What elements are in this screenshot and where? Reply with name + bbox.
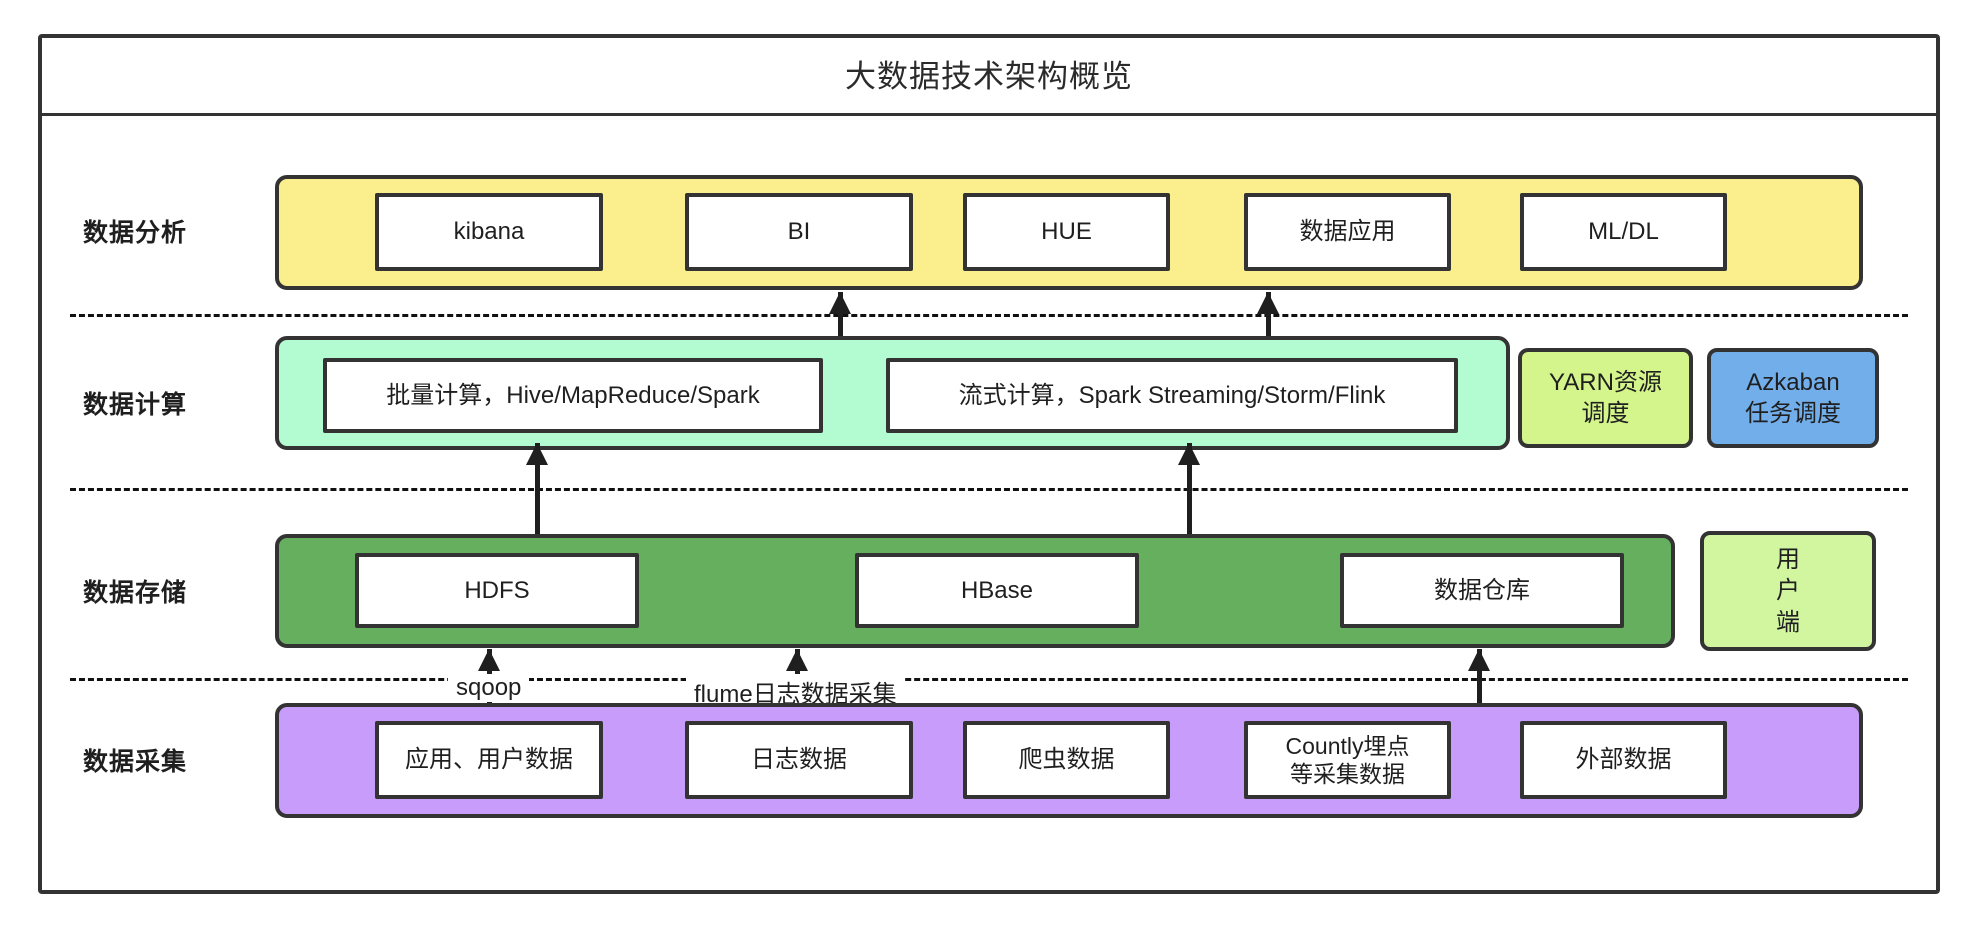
separator-storage-collect — [70, 678, 1908, 681]
row-label-storage: 数据存储 — [82, 579, 187, 607]
edge-label-sqoop: sqoop — [448, 674, 530, 702]
collect-item-countly-data[interactable]: Countly埋点 等采集数据 — [1244, 721, 1451, 799]
storage-item-hdfs[interactable]: HDFS — [355, 553, 639, 628]
analysis-item-kibana[interactable]: kibana — [375, 193, 603, 271]
side-box-client[interactable]: 用 户 端 — [1700, 531, 1876, 651]
storage-item-hbase[interactable]: HBase — [855, 553, 1139, 628]
separator-analysis-compute — [70, 314, 1908, 317]
storage-item-data-warehouse[interactable]: 数据仓库 — [1340, 553, 1624, 628]
collect-item-external-data[interactable]: 外部数据 — [1520, 721, 1727, 799]
side-box-azkaban[interactable]: Azkaban 任务调度 — [1707, 348, 1879, 448]
compute-item-stream[interactable]: 流式计算，Spark Streaming/Storm/Flink — [886, 358, 1458, 433]
analysis-item-bi[interactable]: BI — [685, 193, 913, 271]
row-label-collect: 数据采集 — [82, 748, 187, 776]
collect-item-app-user-data[interactable]: 应用、用户数据 — [375, 721, 603, 799]
separator-compute-storage — [70, 488, 1908, 491]
diagram-title-bar: 大数据技术架构概览 — [38, 34, 1940, 116]
row-label-compute: 数据计算 — [82, 391, 187, 419]
analysis-item-ml-dl[interactable]: ML/DL — [1520, 193, 1727, 271]
analysis-item-hue[interactable]: HUE — [963, 193, 1170, 271]
collect-item-crawler-data[interactable]: 爬虫数据 — [963, 721, 1170, 799]
row-label-analysis: 数据分析 — [82, 219, 187, 247]
compute-item-batch[interactable]: 批量计算，Hive/MapReduce/Spark — [323, 358, 823, 433]
collect-item-log-data[interactable]: 日志数据 — [685, 721, 913, 799]
page-title: 大数据技术架构概览 — [845, 59, 1133, 94]
side-box-yarn[interactable]: YARN资源 调度 — [1518, 348, 1693, 448]
analysis-item-data-app[interactable]: 数据应用 — [1244, 193, 1451, 271]
